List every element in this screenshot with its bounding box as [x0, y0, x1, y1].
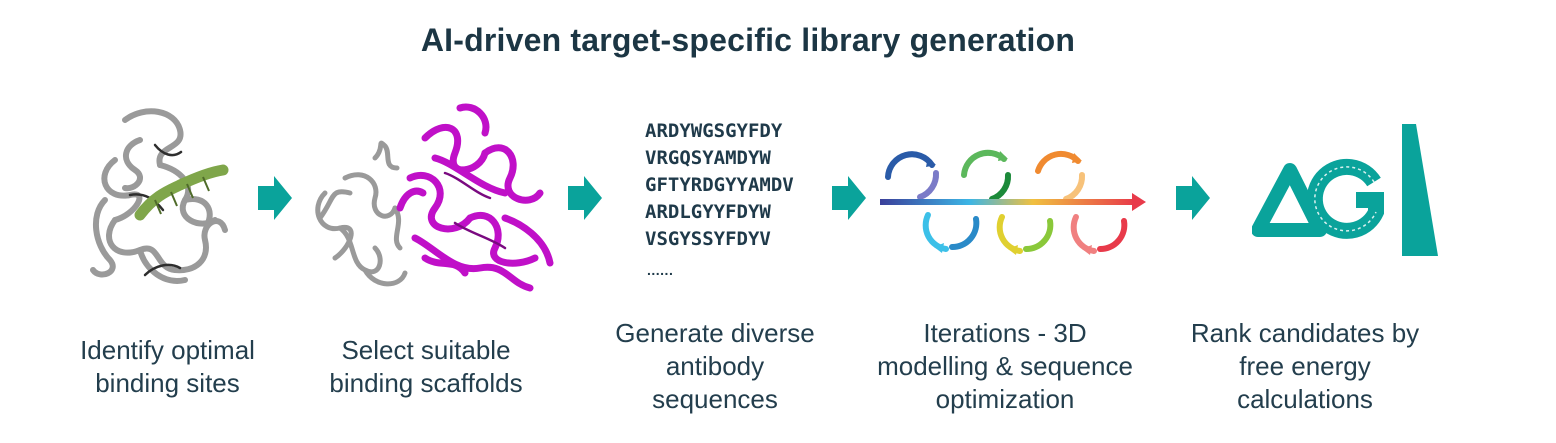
label-line: Generate diverse [615, 318, 815, 348]
step-label-identify-binding-sites: Identify optimal binding sites [40, 334, 295, 400]
step-label-select-scaffolds: Select suitable binding scaffolds [295, 334, 557, 400]
delta-g-icon [1252, 124, 1438, 256]
protein-structure-image [90, 108, 229, 284]
binding-helix [134, 164, 229, 221]
label-line: antibody [665, 351, 765, 381]
sequence-list: ARDYWGSGYFDY VRGQSYAMDYW GFTYRDGYYAMDV A… [645, 118, 794, 253]
scaffold-complex-image [315, 103, 554, 292]
label-line: free energy [1239, 351, 1371, 381]
sequence-item: ARDYWGSGYFDY [645, 120, 783, 142]
label-line: sequences [652, 384, 778, 414]
step-label-iterations: Iterations - 3D modelling & sequence opt… [845, 317, 1165, 416]
page-title: AI-driven target-specific library genera… [420, 22, 1076, 58]
flow-arrow-3 [832, 176, 866, 220]
label-line: binding scaffolds [329, 368, 523, 398]
label-line: Identify optimal [80, 335, 255, 365]
flow-arrow-2 [568, 176, 602, 220]
label-line: binding sites [95, 368, 240, 398]
step-label-rank-candidates: Rank candidates by free energy calculati… [1160, 317, 1450, 416]
step-label-generate-sequences: Generate diverse antibody sequences [585, 317, 845, 416]
sequence-item: VSGYSSYFDYV [645, 228, 771, 250]
flow-arrow-1 [258, 176, 292, 220]
label-line: Select suitable [341, 335, 511, 365]
sequence-ellipsis: ...... [647, 262, 674, 278]
sequence-item: VRGQSYAMDYW [645, 147, 771, 169]
sequence-item: ARDLGYYFDYW [645, 201, 771, 223]
label-line: Rank candidates by [1190, 318, 1420, 348]
label-line: calculations [1237, 384, 1373, 414]
sequence-item: GFTYRDGYYAMDV [645, 174, 794, 196]
iteration-cycles-icon [880, 149, 1146, 255]
label-line: Iterations - 3D [923, 318, 1087, 348]
label-line: optimization [935, 384, 1075, 414]
flow-arrow-4 [1176, 176, 1210, 220]
label-line: modelling & sequence [877, 351, 1133, 381]
